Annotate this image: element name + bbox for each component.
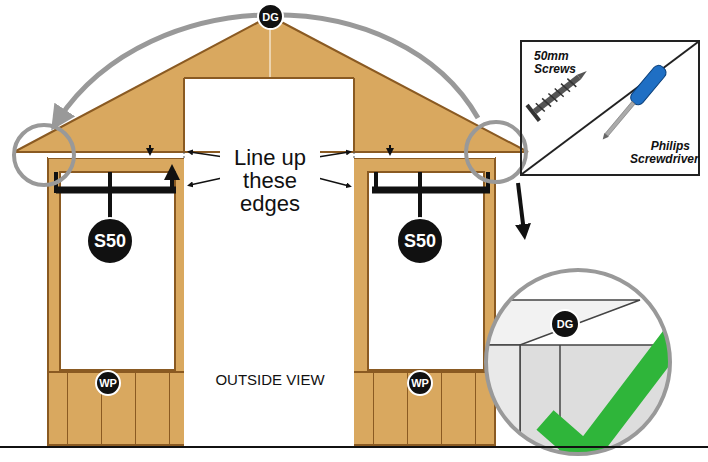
part-code: WP <box>99 377 117 389</box>
part-code: S50 <box>404 231 436 252</box>
part-code: WP <box>411 377 429 389</box>
instruction-text: Line up these edges <box>220 146 320 215</box>
tools-box: 50mm ScrewsPhilips Screwdriver <box>520 40 700 176</box>
tool-label: 50mm Screws <box>534 50 594 76</box>
part-code-circle: DG <box>550 309 580 339</box>
part-code-circle: DG <box>257 3 284 30</box>
tool-label: Philips Screwdriver <box>630 140 690 166</box>
part-code: DG <box>262 11 279 23</box>
part-code: S50 <box>94 231 126 252</box>
part-code-circle: WP <box>95 370 121 396</box>
view-label: OUTSIDE VIEW <box>190 372 350 388</box>
part-code-circle: S50 <box>396 217 444 265</box>
part-code-circle: S50 <box>86 217 134 265</box>
part-code: DG <box>557 318 574 330</box>
part-code-circle: WP <box>407 370 433 396</box>
